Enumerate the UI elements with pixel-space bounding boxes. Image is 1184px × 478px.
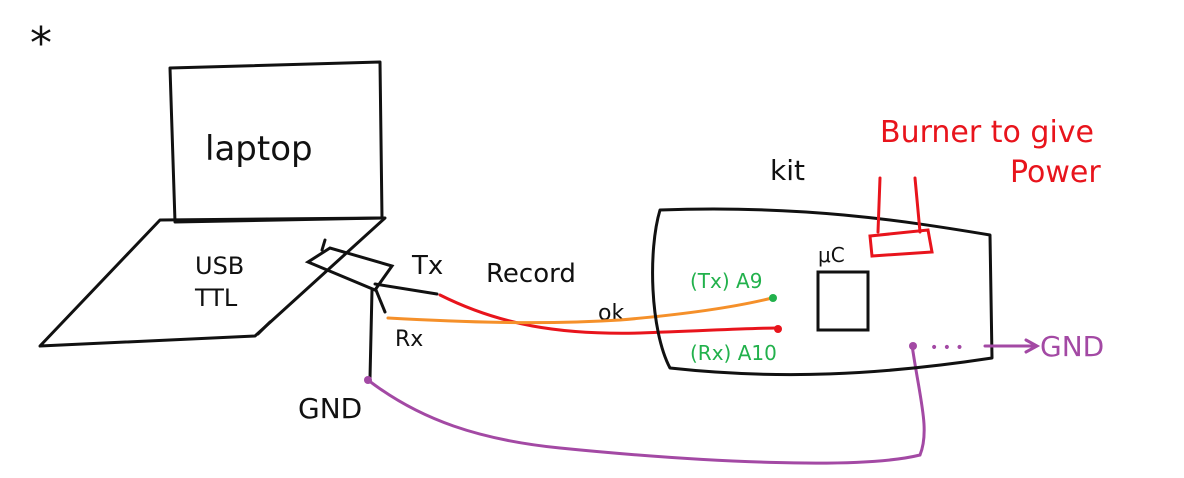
rx-a10-label: (Rx) A10 — [690, 341, 777, 365]
dots: • • • — [930, 340, 964, 356]
laptop — [38, 60, 387, 348]
record-label: Record — [486, 259, 576, 289]
microcontroller-chip — [816, 270, 870, 332]
gnd-wire-dot-right — [909, 342, 917, 350]
kit-label: kit — [770, 154, 805, 187]
tx-wire-dot — [774, 325, 782, 333]
gnd-arrow-head — [1024, 338, 1041, 354]
kit-board — [651, 207, 994, 377]
tx-label: Tx — [411, 251, 443, 281]
ttl-label: TTL — [194, 284, 238, 312]
usb-label: USB — [195, 252, 244, 280]
tx-a9-label: (Tx) A9 — [690, 269, 762, 293]
burner-label-line1: Burner to give — [880, 115, 1094, 150]
uc-label: μC — [818, 243, 845, 267]
rx-wire-dot — [769, 294, 777, 302]
laptop-label: laptop — [205, 129, 313, 169]
gnd-wire-purple — [366, 343, 926, 465]
star-mark: * — [30, 18, 52, 69]
gnd-wire-dot-left — [364, 376, 372, 384]
burner — [868, 176, 934, 258]
gnd-left-label: GND — [298, 392, 362, 425]
rx-wire-orange — [386, 296, 774, 325]
rx-label: Rx — [395, 327, 423, 352]
laptop-base — [38, 216, 387, 348]
burner-label-line2: Power — [1010, 155, 1101, 190]
usb-ttl-adapter — [304, 238, 439, 380]
tx-wire-red — [438, 293, 780, 335]
gnd-right-label: GND — [1040, 330, 1104, 363]
